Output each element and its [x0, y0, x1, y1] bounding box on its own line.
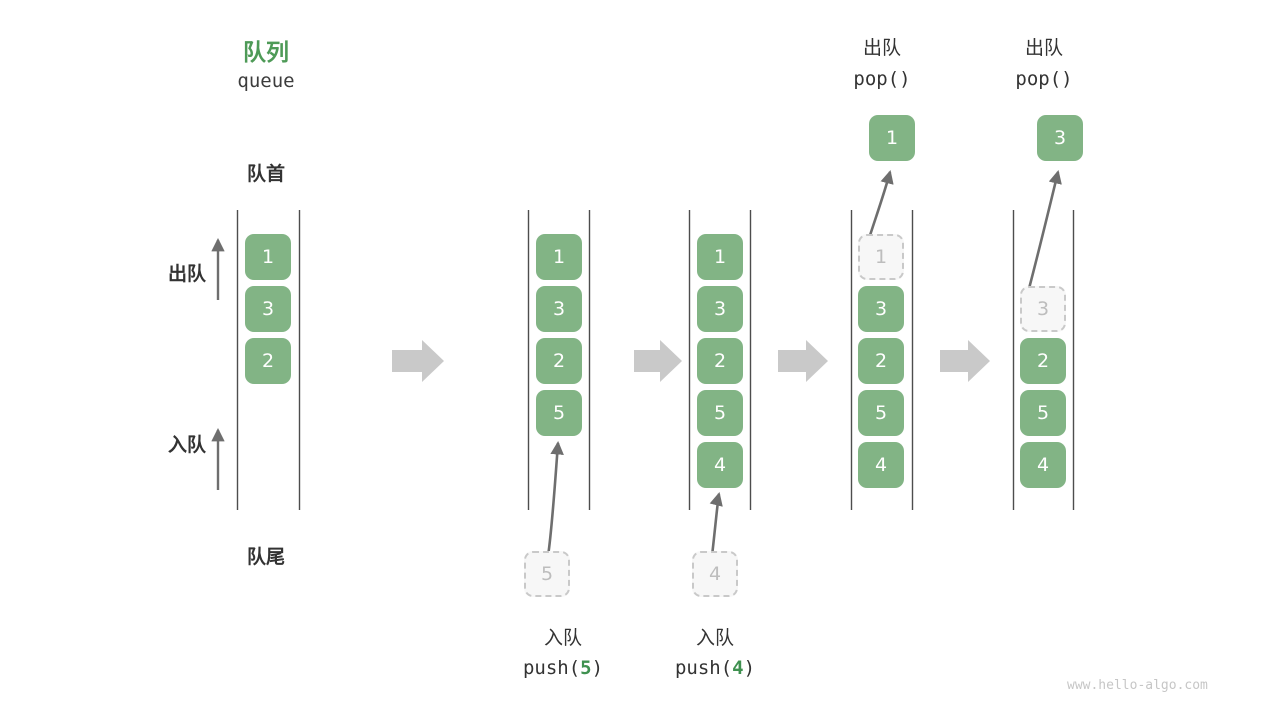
front-label: 队首: [246, 163, 285, 185]
queue-cell-removed: 1: [858, 234, 904, 280]
diagram-title-cn: 队列: [243, 40, 289, 66]
queue-cell: 2: [858, 338, 904, 384]
push-5-code-prefix: push(: [522, 657, 581, 679]
step-arrow-2: [634, 340, 682, 382]
step-initial: 1 3 2: [245, 234, 291, 384]
push-5-ghost-cell: 5: [524, 551, 570, 597]
step-arrow-1: [392, 340, 444, 382]
queue-cell: 3: [697, 286, 743, 332]
step-pop-3: 3 2 5 4: [1020, 286, 1066, 488]
watermark: www.hello-algo.com: [1067, 678, 1208, 693]
queue-cell: 4: [1020, 442, 1066, 488]
queue-cell: 5: [858, 390, 904, 436]
rear-label: 队尾: [246, 546, 285, 568]
push-4-arrow: [709, 492, 723, 557]
queue-cell: 5: [697, 390, 743, 436]
popped-cell: 1: [869, 115, 915, 161]
queue-cell: 3: [858, 286, 904, 332]
step-arrow-3: [778, 340, 828, 382]
queue-cell: 2: [245, 338, 291, 384]
pop-3-header-cn: 出队: [1024, 37, 1063, 59]
queue-cell: 2: [1020, 338, 1066, 384]
queue-cell: 1: [245, 234, 291, 280]
queue-cell: 2: [536, 338, 582, 384]
push-5-code-num: 5: [580, 657, 592, 679]
queue-cell: 3: [536, 286, 582, 332]
step-push-4: 1 3 2 5 4: [697, 234, 743, 488]
diagram-title-en: queue: [237, 70, 295, 92]
queue-cell: 2: [697, 338, 743, 384]
dequeue-label: 出队: [167, 263, 206, 285]
push-4-ghost-cell: 4: [692, 551, 738, 597]
queue-cell: 3: [245, 286, 291, 332]
pop-3-arrow: [1024, 170, 1062, 301]
push-4-op-cn: 入队: [695, 627, 734, 649]
queue-cell-new: 5: [536, 390, 582, 436]
queue-cell: 1: [536, 234, 582, 280]
push-4-op-code: push(4): [644, 657, 786, 679]
popped-cell: 3: [1037, 115, 1083, 161]
enqueue-label: 入队: [167, 434, 206, 456]
queue-cell: 1: [697, 234, 743, 280]
pop-1-header-cn: 出队: [862, 37, 901, 59]
pop-3-header-code: pop(): [1015, 68, 1073, 90]
queue-cell: 5: [1020, 390, 1066, 436]
step-arrow-4: [940, 340, 990, 382]
step-pop-1: 1 3 2 5 4: [858, 234, 904, 488]
push-5-op-code: push(5): [492, 657, 634, 679]
step-push-5: 1 3 2 5: [536, 234, 582, 436]
queue-cell-new: 4: [697, 442, 743, 488]
push-4-code-num: 4: [732, 657, 744, 679]
push-5-code-suffix: ): [591, 657, 604, 679]
push-4-code-suffix: ): [743, 657, 756, 679]
queue-cell: 4: [858, 442, 904, 488]
push-4-code-prefix: push(: [674, 657, 733, 679]
push-5-arrow: [546, 440, 564, 557]
push-5-op-cn: 入队: [543, 627, 582, 649]
pop-1-header-code: pop(): [853, 68, 911, 90]
queue-cell-removed: 3: [1020, 286, 1066, 332]
